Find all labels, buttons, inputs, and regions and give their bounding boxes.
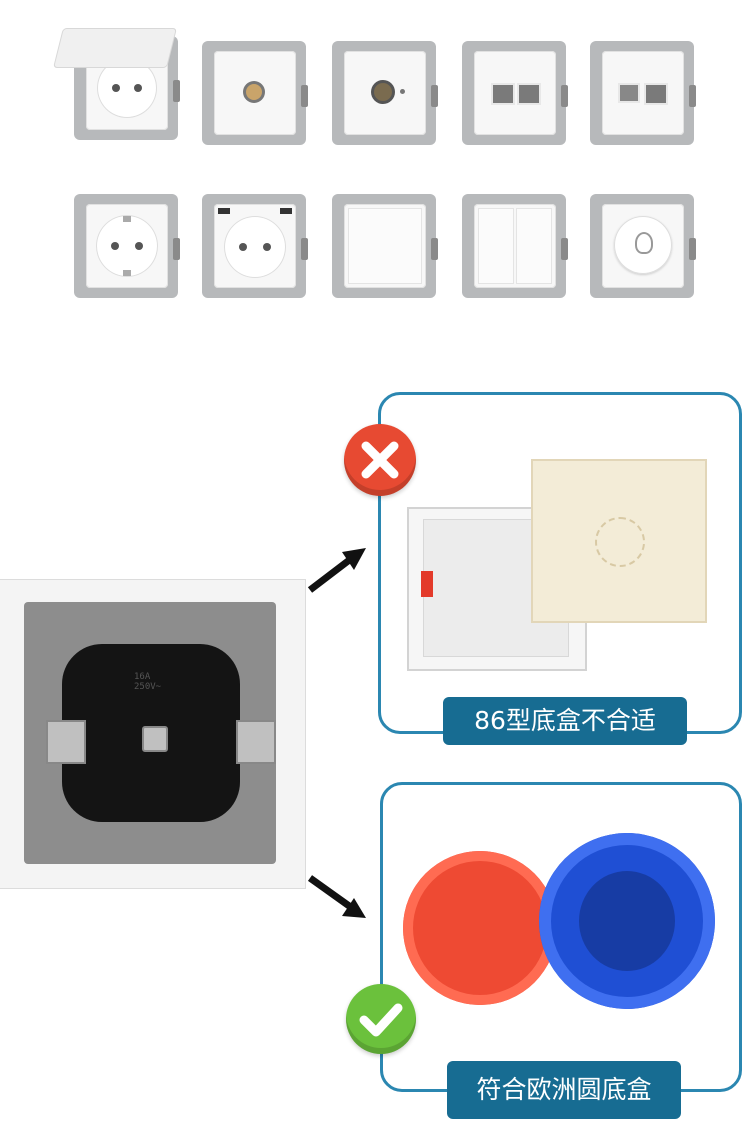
socket-hole bbox=[134, 84, 142, 92]
module-schuko-flap bbox=[53, 28, 188, 150]
socket-rating: 16A 250V~ bbox=[134, 672, 162, 692]
blue-box-interior bbox=[579, 871, 675, 971]
module-schuko-usb bbox=[196, 188, 316, 308]
mount-clip bbox=[561, 238, 568, 260]
earth-clip bbox=[123, 216, 131, 222]
rj45-port bbox=[517, 83, 541, 105]
mount-clip bbox=[431, 85, 438, 107]
socket-circle bbox=[97, 58, 157, 118]
socket-hole bbox=[263, 243, 271, 251]
rocker bbox=[348, 208, 422, 284]
red-x-icon bbox=[344, 424, 416, 496]
mount-clip bbox=[561, 85, 568, 107]
module-rj45-rj11 bbox=[584, 35, 704, 155]
terminal-right bbox=[236, 720, 276, 764]
socket-circle bbox=[224, 216, 286, 278]
mount-clip bbox=[431, 238, 438, 260]
callout-right: 符合欧洲圆底盒 bbox=[380, 782, 742, 1119]
module-satellite bbox=[326, 35, 446, 155]
module-face bbox=[214, 204, 296, 288]
earth-clip bbox=[123, 270, 131, 276]
module-dual-rj45 bbox=[456, 35, 576, 155]
module-face bbox=[474, 204, 556, 288]
socket-circle bbox=[96, 215, 158, 277]
terminal-left bbox=[46, 720, 86, 764]
mount-clip bbox=[301, 85, 308, 107]
socket-hole bbox=[135, 242, 143, 250]
rocker-left bbox=[478, 208, 514, 284]
rj45-port bbox=[491, 83, 515, 105]
mount-clip bbox=[689, 85, 696, 107]
red-tab bbox=[421, 571, 433, 597]
module-dimmer bbox=[584, 188, 704, 308]
socket-hole bbox=[111, 242, 119, 250]
callout-wrong: 86型底盒不合适 bbox=[378, 392, 742, 745]
usb-port bbox=[280, 208, 292, 214]
socket-hole bbox=[239, 243, 247, 251]
module-face bbox=[214, 51, 296, 135]
square-box-closed bbox=[531, 459, 707, 623]
module-switch-single bbox=[326, 188, 446, 308]
usb-port bbox=[218, 208, 230, 214]
module-face bbox=[344, 204, 426, 288]
green-check-icon bbox=[346, 984, 416, 1054]
socket-back-photo: 16A 250V~ bbox=[0, 580, 305, 888]
red-round-box bbox=[403, 851, 557, 1005]
module-tv-coax bbox=[196, 35, 316, 155]
mount-clip bbox=[689, 238, 696, 260]
right-label: 符合欧洲圆底盒 bbox=[447, 1061, 681, 1119]
tv-connector bbox=[246, 84, 262, 100]
rocker-right bbox=[516, 208, 552, 284]
rj45-port bbox=[644, 83, 668, 105]
module-face bbox=[86, 204, 168, 288]
knockout-circle bbox=[595, 517, 645, 567]
mount-clip bbox=[173, 238, 180, 260]
screw-small bbox=[400, 89, 405, 94]
hinged-cover bbox=[53, 28, 177, 68]
module-face bbox=[602, 51, 684, 135]
rj11-port bbox=[618, 83, 640, 103]
module-switch-double bbox=[456, 188, 576, 308]
bulb-icon bbox=[635, 232, 653, 254]
module-face bbox=[602, 204, 684, 288]
module-face bbox=[344, 51, 426, 135]
blue-round-box bbox=[539, 833, 715, 1009]
terminal-center bbox=[142, 726, 168, 752]
module-face bbox=[474, 51, 556, 135]
mount-clip bbox=[173, 80, 180, 102]
wrong-label: 86型底盒不合适 bbox=[443, 697, 687, 745]
module-schuko bbox=[68, 188, 188, 308]
mount-clip bbox=[301, 238, 308, 260]
sat-connector bbox=[374, 83, 392, 101]
socket-hole bbox=[112, 84, 120, 92]
